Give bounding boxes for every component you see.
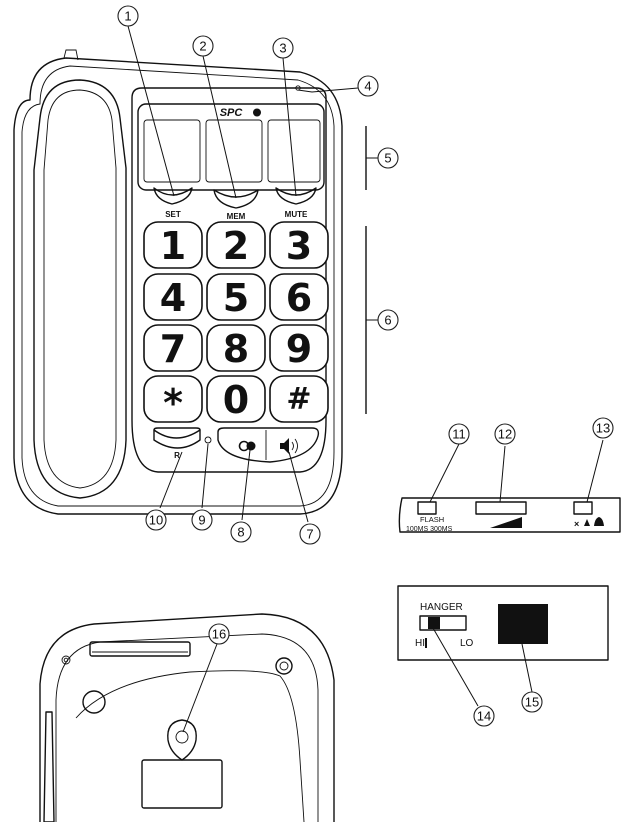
hanger-hi-label: HI bbox=[415, 638, 425, 649]
svg-text:9: 9 bbox=[286, 327, 312, 371]
callout-7: 7 bbox=[299, 523, 321, 545]
svg-text:1: 1 bbox=[124, 9, 131, 24]
hanger-panel: HANGER HI LO 14 15 bbox=[397, 585, 609, 727]
callout-6: 6 bbox=[377, 309, 399, 331]
svg-text:4: 4 bbox=[364, 79, 371, 94]
volume-ramp-icon bbox=[490, 517, 522, 528]
svg-text:3: 3 bbox=[279, 41, 286, 56]
svg-text:7: 7 bbox=[160, 327, 186, 371]
svg-text:4: 4 bbox=[160, 276, 186, 320]
redial-label: R bbox=[174, 451, 180, 460]
svg-text:*: * bbox=[163, 381, 183, 425]
svg-text:2: 2 bbox=[223, 224, 249, 268]
svg-text:11: 11 bbox=[452, 427, 466, 442]
hanger-title: HANGER bbox=[420, 602, 463, 613]
callout-15: 15 bbox=[521, 691, 543, 713]
set-label: SET bbox=[165, 210, 181, 219]
set-button[interactable]: SET bbox=[153, 187, 193, 219]
brand-logo: SPC bbox=[220, 107, 244, 119]
svg-text:15: 15 bbox=[525, 695, 539, 710]
ringer-low-icon bbox=[584, 519, 590, 526]
mem-button[interactable]: MEM bbox=[213, 189, 259, 221]
flash-label: FLASH bbox=[420, 515, 444, 524]
key-6[interactable]: 6 bbox=[269, 273, 329, 321]
svg-text:#: # bbox=[286, 382, 311, 417]
svg-text:6: 6 bbox=[286, 276, 312, 320]
cable-socket bbox=[498, 604, 548, 644]
svg-text:8: 8 bbox=[237, 525, 244, 540]
phone-front-view: SPC SET MEM MUTE 1 2 3 4 5 6 7 8 9 * 0 bbox=[13, 49, 367, 515]
callout-14: 14 bbox=[473, 705, 495, 727]
microphone-hole bbox=[204, 436, 212, 444]
key-7[interactable]: 7 bbox=[143, 324, 203, 372]
callout-9: 9 bbox=[191, 509, 213, 531]
svg-text:9: 9 bbox=[198, 513, 205, 528]
svg-text:3: 3 bbox=[286, 224, 312, 268]
hanger-lo-label: LO bbox=[460, 638, 474, 649]
switch-panel: FLASH 100MS 300MS × 11 12 13 bbox=[398, 417, 621, 533]
svg-text:1: 1 bbox=[160, 224, 186, 268]
key-5[interactable]: 5 bbox=[206, 273, 266, 321]
callout-5: 5 bbox=[377, 147, 399, 169]
key-star[interactable]: * bbox=[143, 375, 203, 425]
callout-3: 3 bbox=[272, 37, 294, 59]
key-9[interactable]: 9 bbox=[269, 324, 329, 372]
hanger-switch[interactable] bbox=[419, 615, 467, 631]
speaker-button[interactable] bbox=[280, 438, 298, 454]
callout-13: 13 bbox=[592, 417, 614, 439]
callout-12: 12 bbox=[494, 423, 516, 445]
speed-dial-button[interactable] bbox=[238, 440, 256, 452]
handsfree-buttons bbox=[217, 427, 320, 463]
key-hash[interactable]: # bbox=[269, 375, 329, 423]
volume-slider[interactable] bbox=[475, 501, 527, 515]
ringer-off-icon: × bbox=[574, 519, 579, 529]
svg-text:5: 5 bbox=[384, 151, 391, 166]
keypad: 1 2 3 4 5 6 7 8 9 * 0 # bbox=[143, 221, 329, 425]
mem-label: MEM bbox=[227, 212, 246, 221]
key-1[interactable]: 1 bbox=[143, 221, 203, 269]
mute-label: MUTE bbox=[285, 210, 308, 219]
svg-text:5: 5 bbox=[223, 276, 249, 320]
svg-text:13: 13 bbox=[596, 421, 610, 436]
callout-16: 16 bbox=[208, 623, 230, 645]
callout-1: 1 bbox=[117, 5, 139, 27]
speaker-icon bbox=[280, 438, 289, 454]
front-callouts: 1 2 3 4 5 6 10 9 8 7 bbox=[117, 5, 399, 545]
key-4[interactable]: 4 bbox=[143, 273, 203, 321]
svg-text:16: 16 bbox=[212, 627, 226, 642]
svg-text:6: 6 bbox=[384, 313, 391, 328]
svg-text:2: 2 bbox=[199, 39, 206, 54]
svg-text:14: 14 bbox=[477, 709, 491, 724]
flash-options: 100MS 300MS bbox=[406, 526, 453, 533]
key-3[interactable]: 3 bbox=[269, 221, 329, 269]
svg-text:7: 7 bbox=[306, 527, 313, 542]
callout-11: 11 bbox=[448, 423, 470, 445]
svg-text:8: 8 bbox=[223, 327, 249, 371]
svg-text:12: 12 bbox=[498, 427, 512, 442]
callout-2: 2 bbox=[192, 35, 214, 57]
svg-text:10: 10 bbox=[149, 513, 163, 528]
callout-10: 10 bbox=[145, 509, 167, 531]
key-0[interactable]: 0 bbox=[206, 375, 266, 423]
key-2[interactable]: 2 bbox=[206, 221, 266, 269]
callout-8: 8 bbox=[230, 521, 252, 543]
svg-text:0: 0 bbox=[223, 378, 249, 422]
redial-button[interactable]: R bbox=[153, 427, 201, 460]
wall-mount-keyhole bbox=[167, 719, 197, 761]
callout-4: 4 bbox=[357, 75, 379, 97]
phone-back-view: 16 bbox=[39, 613, 335, 822]
ringer-high-icon bbox=[594, 517, 604, 526]
ringer-switch[interactable] bbox=[573, 501, 593, 515]
flash-switch[interactable] bbox=[417, 501, 437, 515]
key-8[interactable]: 8 bbox=[206, 324, 266, 372]
